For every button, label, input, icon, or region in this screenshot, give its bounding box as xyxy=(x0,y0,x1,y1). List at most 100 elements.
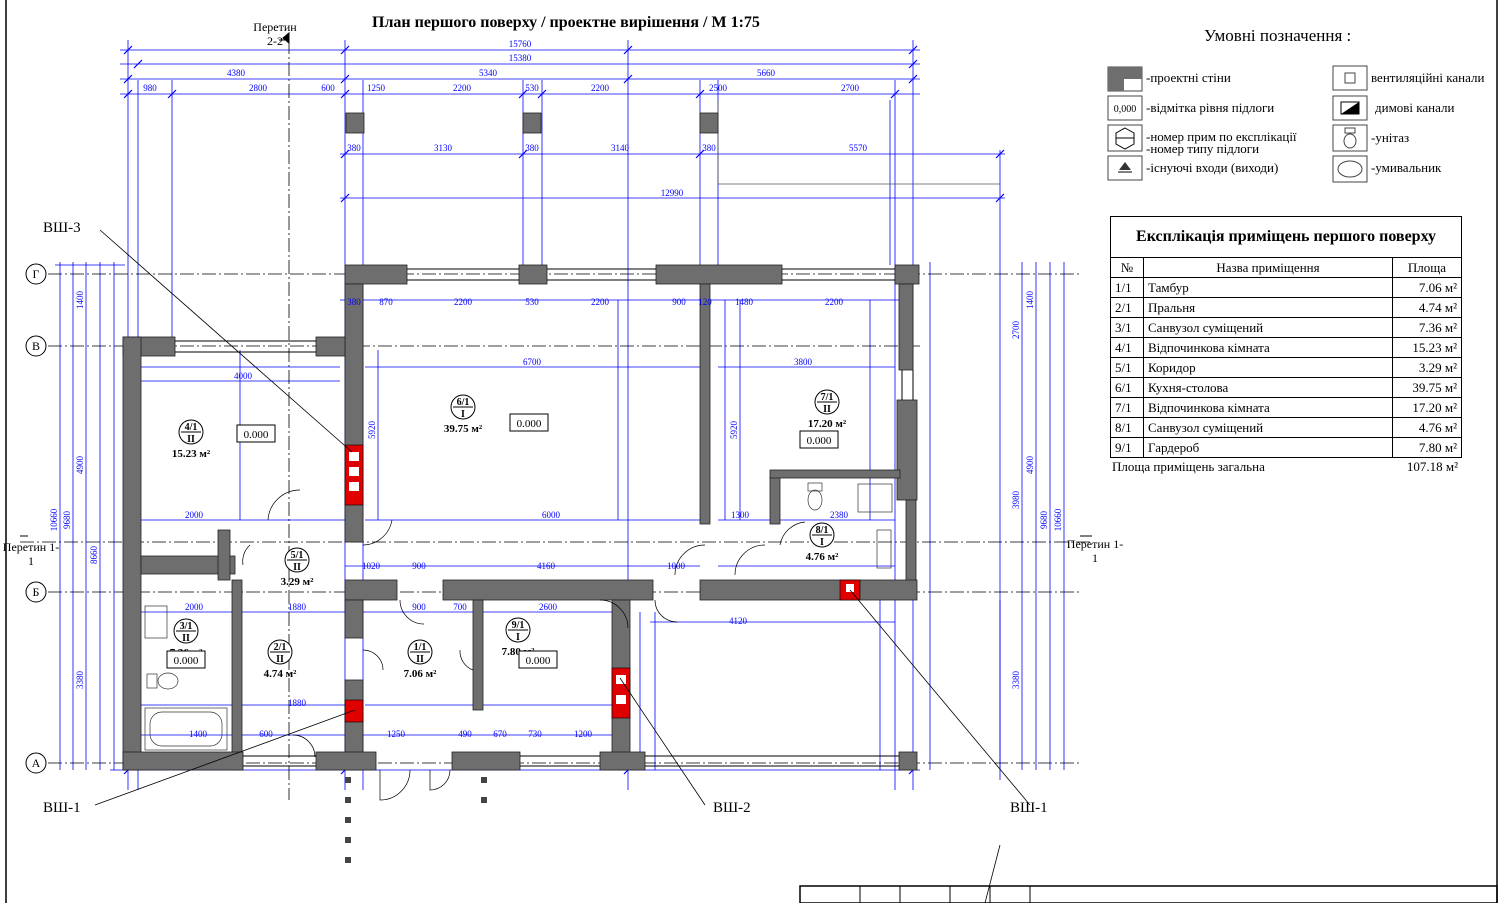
doors xyxy=(242,489,806,801)
svg-text:700: 700 xyxy=(453,602,467,612)
svg-text:490: 490 xyxy=(458,729,472,739)
table-cell: Санвузол суміщений xyxy=(1143,317,1393,338)
svg-text:15380: 15380 xyxy=(509,53,532,63)
svg-text:3800: 3800 xyxy=(794,357,813,367)
table-cell: 3/1 xyxy=(1110,317,1144,338)
svg-text:9680: 9680 xyxy=(62,511,72,530)
floor-type: I xyxy=(516,632,520,643)
svg-text:10660: 10660 xyxy=(49,508,59,531)
drawing-title: План першого поверху / проектне вирішенн… xyxy=(372,14,760,31)
table-cell: 15.23 м² xyxy=(1392,337,1462,358)
room-area: 7.06 м² xyxy=(404,668,437,680)
floor-level: 0.000 xyxy=(174,655,199,667)
table-cell: Санвузол суміщений xyxy=(1143,417,1393,438)
table-cell: 6/1 xyxy=(1110,377,1144,398)
svg-text:1250: 1250 xyxy=(387,729,406,739)
svg-text:10660: 10660 xyxy=(1053,508,1063,531)
svg-text:8660: 8660 xyxy=(89,546,99,565)
svg-text:4120: 4120 xyxy=(729,616,748,626)
svg-text:3380: 3380 xyxy=(75,671,85,690)
room-area: 39.75 м² xyxy=(444,423,483,435)
room-number: 8/1 xyxy=(816,525,829,536)
legend-item-label: -відмітка рівня підлоги xyxy=(1146,100,1275,115)
table-cell: Коридор xyxy=(1143,357,1393,378)
shaft-label: ВШ-3 xyxy=(43,220,81,236)
svg-text:530: 530 xyxy=(525,297,539,307)
floor-type: II xyxy=(293,562,301,573)
room-number: 1/1 xyxy=(414,642,427,653)
svg-text:2000: 2000 xyxy=(185,602,204,612)
room-area: 15.23 м² xyxy=(172,448,211,460)
room-number-icon xyxy=(1107,124,1143,152)
table-cell: 17.20 м² xyxy=(1392,397,1462,418)
svg-text:1880: 1880 xyxy=(288,698,307,708)
table-cell: 7.80 м² xyxy=(1392,437,1462,458)
svg-text:530: 530 xyxy=(525,83,539,93)
floor-type: II xyxy=(823,404,831,415)
room-tag: 8/1I4.76 м² xyxy=(806,522,839,563)
svg-text:2000: 2000 xyxy=(185,510,204,520)
room-number: 5/1 xyxy=(291,550,304,561)
svg-text:1480: 1480 xyxy=(735,297,754,307)
shaft-label: ВШ-1 xyxy=(1010,800,1048,816)
legend-item-label: -унітаз xyxy=(1371,130,1410,145)
table-cell: Відпочинкова кімната xyxy=(1143,337,1393,358)
shaft-label: ВШ-2 xyxy=(713,800,751,816)
svg-text:4900: 4900 xyxy=(75,456,85,475)
svg-text:2200: 2200 xyxy=(825,297,844,307)
table-cell: 4.74 м² xyxy=(1392,297,1462,318)
table-cell: Відпочинкова кімната xyxy=(1143,397,1393,418)
floor-level-box xyxy=(166,650,206,669)
svg-text:1880: 1880 xyxy=(288,602,307,612)
svg-text:900: 900 xyxy=(412,602,426,612)
svg-text:4000: 4000 xyxy=(234,371,253,381)
table-cell: Тамбур xyxy=(1143,277,1393,298)
floor-level-box xyxy=(799,430,839,449)
dimension-texts: 15760 15380 4380 5340 5660 980 2800 600 … xyxy=(143,39,867,739)
table-cell: 39.75 м² xyxy=(1392,377,1462,398)
floor-level: 0.000 xyxy=(526,655,551,667)
svg-text:600: 600 xyxy=(321,83,335,93)
legend-item-label: -умивальник xyxy=(1371,160,1442,175)
axis-markers xyxy=(25,263,47,774)
floor-type: II xyxy=(416,654,424,665)
table-cell: 1/1 xyxy=(1110,277,1144,298)
floor-level-box xyxy=(518,650,558,669)
legend-item-label: -існуючі входи (виходи) xyxy=(1146,160,1279,175)
svg-text:1400: 1400 xyxy=(75,291,85,310)
svg-text:730: 730 xyxy=(528,729,542,739)
axis-label: Б xyxy=(33,585,40,599)
room-number: 6/1 xyxy=(457,397,470,408)
legend-item-label: вентиляційні канали xyxy=(1371,70,1485,85)
table-cell: Гардероб xyxy=(1143,437,1393,458)
table-cell: 4.76 м² xyxy=(1392,417,1462,438)
svg-text:120: 120 xyxy=(698,297,712,307)
svg-text:2500: 2500 xyxy=(709,83,728,93)
svg-text:15760: 15760 xyxy=(509,39,532,49)
svg-text:2700: 2700 xyxy=(841,83,860,93)
axis-label: А xyxy=(32,756,41,770)
svg-text:1250: 1250 xyxy=(367,83,386,93)
table-cell: 9/1 xyxy=(1110,437,1144,458)
toilet-icon xyxy=(1332,124,1368,152)
svg-text:1020: 1020 xyxy=(362,561,381,571)
section-cut-label: Перетин 2-2 xyxy=(253,20,297,48)
table-cell: 4/1 xyxy=(1110,337,1144,358)
column-header: Площа xyxy=(1392,257,1462,278)
floor-level-box xyxy=(509,413,549,432)
sink-icon xyxy=(1332,155,1368,183)
svg-text:3140: 3140 xyxy=(611,143,630,153)
svg-text:670: 670 xyxy=(493,729,507,739)
legend-item-label: димові канали xyxy=(1375,100,1455,115)
legend-item-label: -номер прим по експлікації -номер типу п… xyxy=(1146,129,1297,156)
svg-text:1400: 1400 xyxy=(1025,291,1035,310)
svg-text:980: 980 xyxy=(143,83,157,93)
windows xyxy=(175,268,914,767)
